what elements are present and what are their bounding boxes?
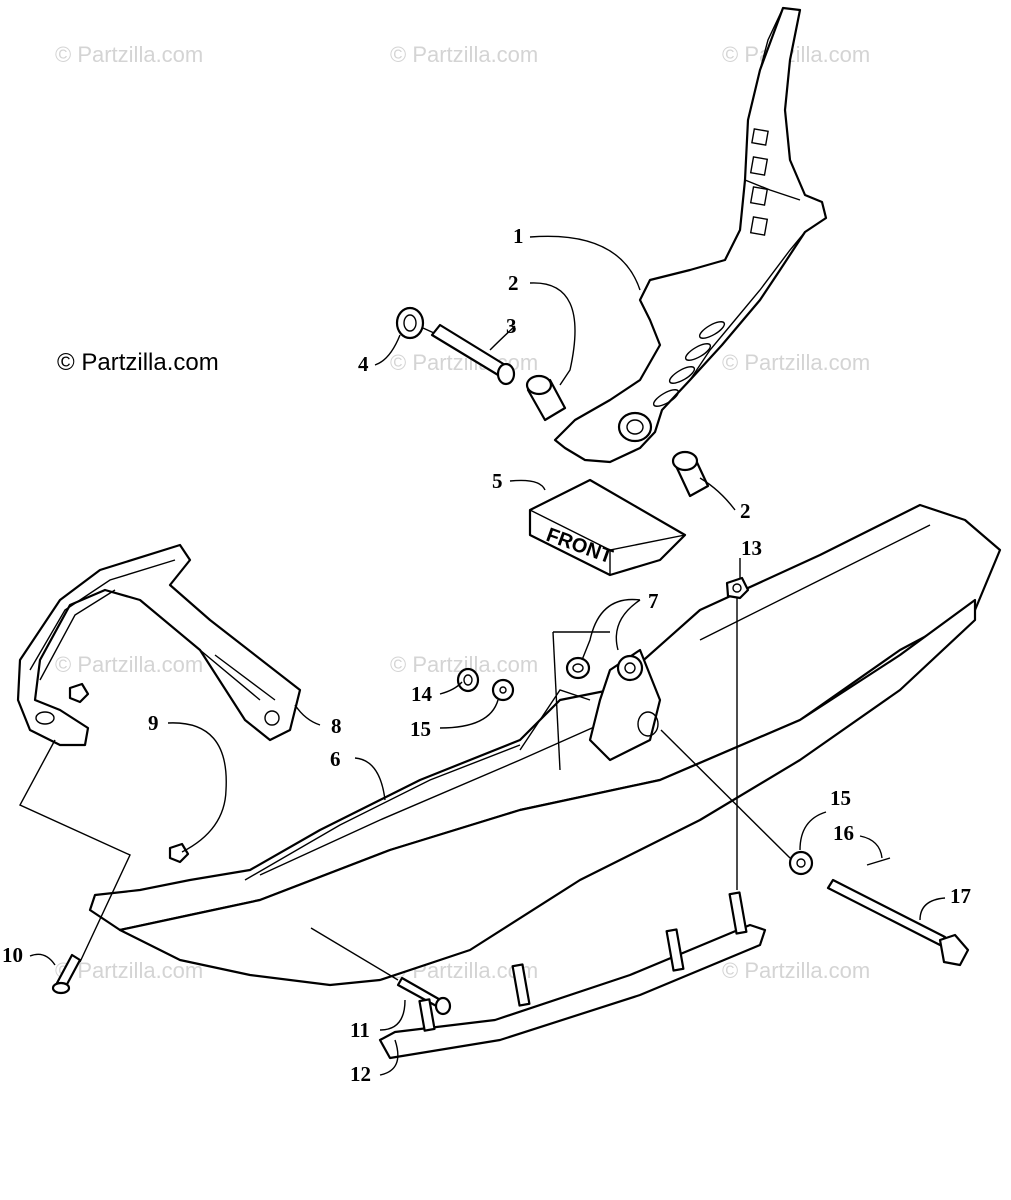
bushing-part-4 xyxy=(395,306,446,340)
watermark-text: © Partzilla.com xyxy=(390,42,538,67)
bushing-part-7-b xyxy=(616,654,644,682)
bolt-part-11 xyxy=(310,927,452,1016)
callout-label: 8 xyxy=(331,714,342,738)
callout-label: 3 xyxy=(506,314,517,338)
assembly-bracket-lines xyxy=(19,631,738,963)
nut-part-13 xyxy=(725,576,750,720)
bolt-part-17 xyxy=(660,729,970,967)
nut-part-9 xyxy=(68,682,190,864)
callout-label: 4 xyxy=(358,352,369,376)
ski-handle-part-8 xyxy=(16,543,302,747)
callout-label: 9 xyxy=(148,711,159,735)
watermark-text: © Partzilla.com xyxy=(55,652,203,677)
leader-lines xyxy=(29,235,946,1076)
bushing-part-2-upper xyxy=(525,374,567,422)
bushing-part-2-lower xyxy=(671,450,710,498)
sleeve-part-3 xyxy=(430,323,516,386)
callout-label: 14 xyxy=(411,682,433,706)
callout-label: 17 xyxy=(950,884,971,908)
callout-label: 13 xyxy=(741,536,762,560)
cotter-pin-part-16 xyxy=(866,857,891,866)
callout-label: 16 xyxy=(833,821,854,845)
callout-labels: 1 2 3 4 2 5 13 7 14 15 9 8 6 15 16 17 10… xyxy=(2,224,971,1086)
callout-label: 15 xyxy=(410,717,431,741)
washer-part-15-lower xyxy=(788,850,814,876)
watermark-text: © Partzilla.com xyxy=(722,958,870,983)
watermark-text: © Partzilla.com xyxy=(722,350,870,375)
callout-label: 15 xyxy=(830,786,851,810)
callout-label: 2 xyxy=(740,499,751,523)
watermark-text: © Partzilla.com xyxy=(55,42,203,67)
front-block-part-5: FRONT xyxy=(528,478,687,577)
bushing-part-7-a xyxy=(565,656,591,680)
nut-part-14 xyxy=(456,667,480,693)
callout-label: 10 xyxy=(2,943,23,967)
callout-label: 6 xyxy=(330,747,341,771)
watermark-text: © Partzilla.com xyxy=(722,42,870,67)
callout-label: 7 xyxy=(648,589,659,613)
callout-label: 2 xyxy=(508,271,519,295)
spindle-part-1 xyxy=(553,6,828,464)
bolt-part-10 xyxy=(51,953,82,995)
main-watermark: © Partzilla.com xyxy=(57,349,219,376)
callout-label: 12 xyxy=(350,1062,371,1086)
washer-part-15-upper xyxy=(491,678,515,702)
callout-label: 11 xyxy=(350,1018,370,1042)
callout-label: 5 xyxy=(492,469,503,493)
wear-bar-part-12 xyxy=(378,891,767,1060)
callout-label: 1 xyxy=(513,224,524,248)
ski-part-6 xyxy=(88,503,1002,987)
